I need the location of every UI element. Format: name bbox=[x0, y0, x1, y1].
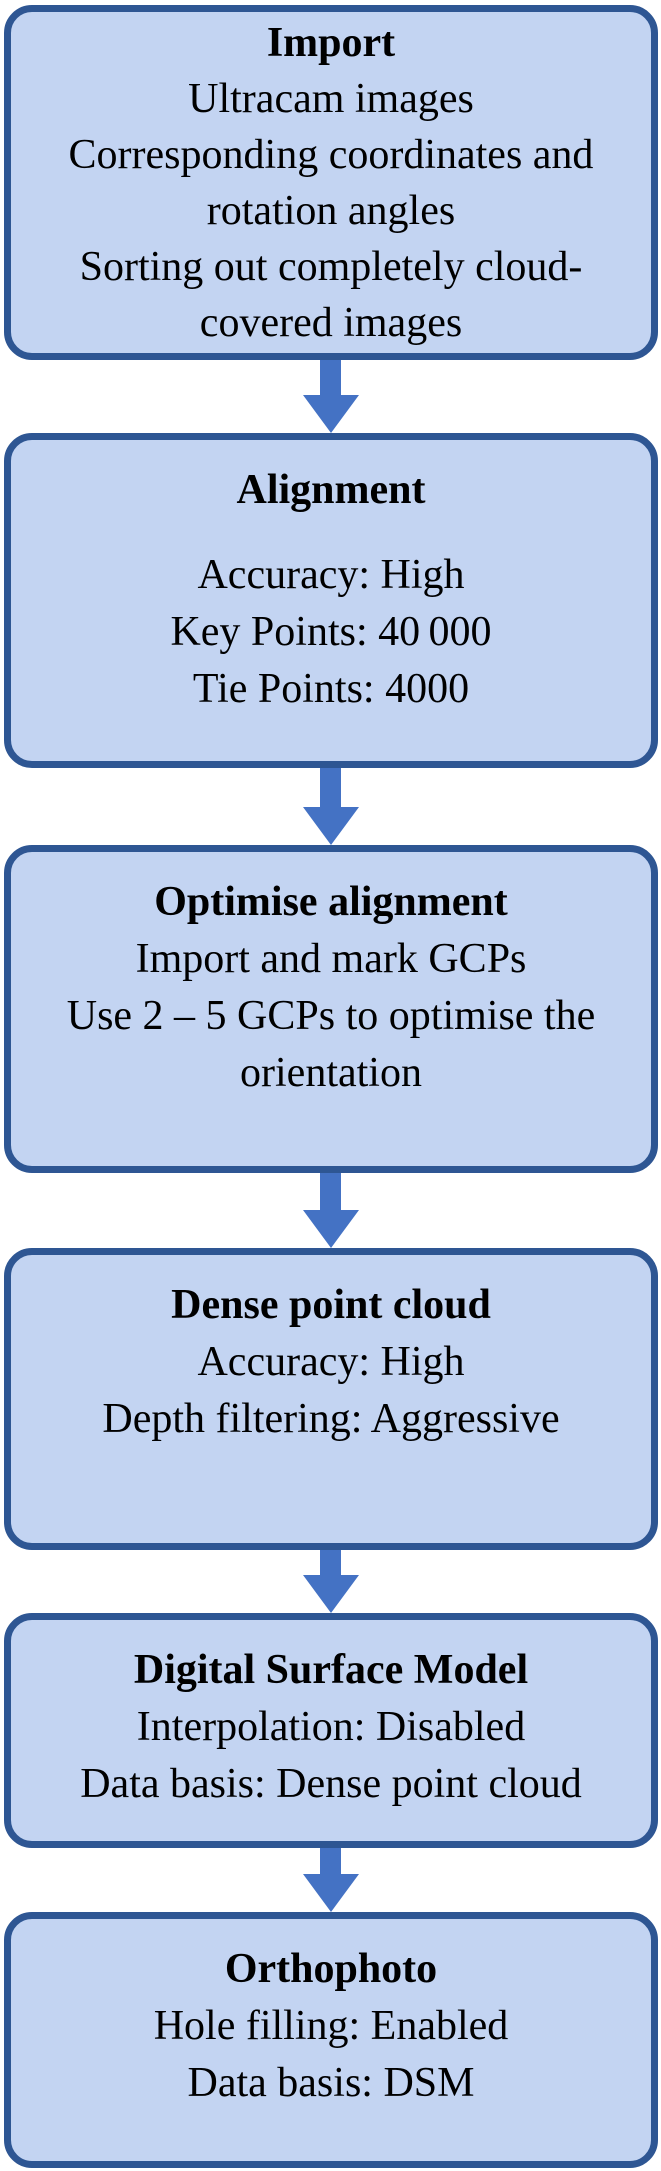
flow-step-import: Import Ultracam images Corresponding coo… bbox=[4, 5, 658, 360]
step-line: Sorting out completely cloud- bbox=[79, 244, 583, 290]
flow-step-dense-point-cloud: Dense point cloud Accuracy: High Depth f… bbox=[4, 1248, 658, 1550]
step-title: Import bbox=[266, 20, 396, 66]
flow-step-optimise-alignment: Optimise alignment Import and mark GCPs … bbox=[4, 845, 658, 1173]
arrow-down-icon bbox=[320, 1173, 341, 1210]
step-title: Optimise alignment bbox=[154, 879, 508, 925]
step-line: Data basis: Dense point cloud bbox=[80, 1761, 582, 1807]
step-line: Key Points: 40 000 bbox=[170, 609, 492, 655]
step-line: Corresponding coordinates and bbox=[68, 132, 594, 178]
step-line: covered images bbox=[199, 300, 463, 346]
step-line: Use 2 – 5 GCPs to optimise the bbox=[66, 993, 596, 1039]
flow-step-orthophoto: Orthophoto Hole filling: Enabled Data ba… bbox=[4, 1912, 658, 2168]
arrow-down-icon bbox=[302, 395, 359, 433]
step-line: Depth filtering: Aggressive bbox=[102, 1396, 560, 1442]
flow-arrow-optimise-to-densecloud bbox=[302, 1173, 359, 1248]
step-line: Tie Points: 4000 bbox=[192, 666, 470, 712]
arrow-down-icon bbox=[320, 1848, 341, 1874]
step-title: Dense point cloud bbox=[171, 1282, 491, 1328]
step-line: Ultracam images bbox=[188, 76, 474, 122]
flow-arrow-dsm-to-orthophoto bbox=[302, 1848, 359, 1912]
step-title: Digital Surface Model bbox=[133, 1647, 529, 1693]
arrow-down-icon bbox=[302, 1575, 359, 1613]
flow-step-digital-surface-model: Digital Surface Model Interpolation: Dis… bbox=[4, 1613, 658, 1848]
arrow-down-icon bbox=[302, 1874, 359, 1912]
step-line: Hole filling: Enabled bbox=[153, 2003, 509, 2049]
step-line: orientation bbox=[240, 1050, 422, 1096]
arrow-down-icon bbox=[302, 1210, 359, 1248]
arrow-down-icon bbox=[320, 360, 341, 395]
step-line: rotation angles bbox=[206, 188, 456, 234]
step-title: Orthophoto bbox=[224, 1946, 438, 1992]
step-line: Import and mark GCPs bbox=[135, 936, 527, 982]
step-line: Interpolation: Disabled bbox=[136, 1704, 526, 1750]
arrow-down-icon bbox=[320, 1550, 341, 1575]
arrow-down-icon bbox=[302, 807, 359, 845]
step-line: Accuracy: High bbox=[197, 552, 465, 598]
arrow-down-icon bbox=[320, 768, 341, 807]
step-line: Accuracy: High bbox=[197, 1339, 465, 1385]
step-line: Data basis: DSM bbox=[187, 2060, 475, 2106]
flow-arrow-densecloud-to-dsm bbox=[302, 1550, 359, 1613]
flow-arrow-import-to-alignment bbox=[302, 360, 359, 433]
step-title: Alignment bbox=[236, 467, 426, 513]
flow-arrow-alignment-to-optimise bbox=[302, 768, 359, 845]
flow-step-alignment: Alignment Accuracy: High Key Points: 40 … bbox=[4, 433, 658, 768]
